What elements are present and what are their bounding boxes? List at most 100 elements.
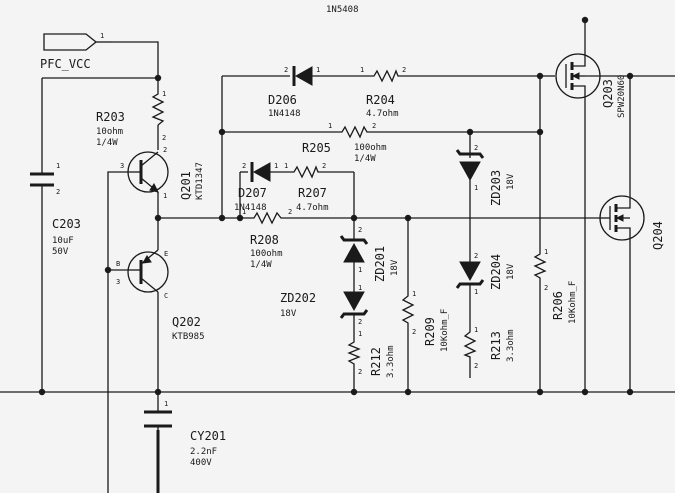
zener-bar bbox=[339, 309, 369, 319]
pin-label: 1 bbox=[242, 208, 246, 216]
zener-bar bbox=[455, 279, 485, 289]
zener-zd202: 1 2 ZD202 18V bbox=[280, 284, 369, 326]
zener-zd201: 2 1 ZD201 18V bbox=[339, 226, 400, 282]
ref-label: R207 bbox=[298, 186, 327, 200]
diode-triangle bbox=[294, 66, 313, 86]
pin-label: 1 bbox=[412, 290, 416, 298]
resistor-r208: 1 2 R208 100ohm 1/4W bbox=[242, 208, 292, 270]
junction bbox=[536, 72, 544, 80]
ref-label: ZD201 bbox=[373, 246, 387, 282]
resistor-r207: 1 2 R207 4.7ohm bbox=[284, 162, 329, 213]
ref-label: Q201 bbox=[179, 171, 193, 200]
pin-label: 1 bbox=[284, 162, 288, 170]
ref-label: R208 bbox=[250, 233, 279, 247]
resistor-zigzag bbox=[463, 328, 477, 358]
value-label: 1/4W bbox=[250, 260, 272, 270]
resistor-zigzag bbox=[401, 292, 415, 326]
pin-label: 2 bbox=[284, 66, 288, 74]
zener-bar bbox=[455, 149, 485, 159]
zener-triangle bbox=[343, 242, 365, 263]
zener-zd204: 2 1 ZD204 18V bbox=[455, 252, 516, 296]
pin-label: 2 bbox=[56, 188, 60, 196]
value-label: 18V bbox=[506, 263, 516, 280]
zener-zd203: 2 1 ZD203 18V bbox=[455, 144, 516, 206]
value-label: 10ohm bbox=[96, 127, 123, 137]
capacitor-cy201: 1 CY201 2.2nF 400V bbox=[144, 400, 226, 468]
junction bbox=[626, 388, 634, 396]
pin-label: 2 bbox=[163, 146, 167, 154]
junction bbox=[581, 388, 589, 396]
pin-label: 1 bbox=[274, 162, 278, 170]
value-label: 50V bbox=[52, 247, 69, 257]
ref-label: Q202 bbox=[172, 315, 201, 329]
ref-label: R205 bbox=[302, 141, 331, 155]
ref-label: R206 bbox=[551, 291, 565, 320]
mosfet-drain-lead bbox=[572, 56, 586, 67]
transistor-collector bbox=[140, 151, 159, 167]
resistor-zigzag bbox=[290, 165, 320, 179]
pin-label: 2 bbox=[358, 226, 362, 234]
junction bbox=[154, 388, 162, 396]
pin-label: 1 bbox=[56, 162, 60, 170]
ref-label: Q203 bbox=[601, 79, 615, 108]
ref-label: ZD203 bbox=[489, 170, 503, 206]
pin-label: 2 bbox=[402, 66, 406, 74]
pin-label: 3 bbox=[120, 162, 124, 170]
pin-label: 1 bbox=[474, 288, 478, 296]
resistor-r206: 1 2 R206 10Kohm_F bbox=[533, 248, 578, 324]
pin-label: 1 bbox=[358, 284, 362, 292]
mosfet-q203: Q203 SPW20N60 bbox=[555, 53, 627, 118]
pin-label: 1 bbox=[474, 326, 478, 334]
pin-label: 1 bbox=[358, 330, 362, 338]
junction bbox=[536, 388, 544, 396]
pin-label: 2 bbox=[372, 122, 376, 130]
junction bbox=[581, 16, 589, 24]
value-label: 2.2nF bbox=[190, 447, 217, 457]
resistor-r204: 1 2 R204 4.7ohm bbox=[360, 66, 406, 119]
pin-label: 2 bbox=[358, 318, 362, 326]
junction bbox=[536, 128, 544, 136]
transistor-collector bbox=[140, 277, 159, 293]
value-label: 3.3ohm bbox=[386, 345, 396, 378]
ref-label: R209 bbox=[423, 317, 437, 346]
junction bbox=[218, 128, 226, 136]
junction bbox=[350, 214, 358, 222]
ref-label: ZD204 bbox=[489, 254, 503, 290]
pin-label: 2 bbox=[322, 162, 326, 170]
mosfet-source-lead bbox=[616, 227, 631, 238]
junction bbox=[38, 388, 46, 396]
resistor-zigzag bbox=[151, 90, 165, 126]
wire-pfc-vcc bbox=[112, 41, 159, 90]
pin-label: 2 bbox=[358, 368, 362, 376]
junction bbox=[218, 214, 226, 222]
pin-label: 2 bbox=[412, 328, 416, 336]
net-label: PFC_VCC bbox=[40, 57, 91, 71]
pin-label: 2 bbox=[474, 252, 478, 260]
wire-base-link bbox=[107, 171, 130, 271]
resistor-zigzag bbox=[338, 125, 370, 139]
value-label: 100ohm bbox=[354, 143, 387, 153]
mosfet-arrow bbox=[571, 72, 580, 80]
mosfet-body bbox=[555, 53, 601, 99]
junction bbox=[154, 74, 162, 82]
net-pin-label: 1 bbox=[100, 32, 104, 40]
diode-triangle bbox=[252, 162, 271, 182]
pin-label: 1 bbox=[360, 66, 364, 74]
pin-label: 1 bbox=[164, 400, 168, 408]
value-label: 1/4W bbox=[96, 138, 118, 148]
resistor-zigzag bbox=[347, 338, 361, 366]
value-label: 4.7ohm bbox=[366, 109, 399, 119]
pin-label: 2 bbox=[474, 362, 478, 370]
zener-triangle bbox=[459, 261, 481, 282]
value-label: 1N4148 bbox=[234, 203, 267, 213]
value-label: SPW20N60 bbox=[617, 75, 627, 118]
resistor-r212: 1 2 R212 3.3ohm bbox=[347, 330, 396, 378]
net-flag-pfc-vcc: 1 PFC_VCC bbox=[40, 32, 112, 71]
pin-label: 2 bbox=[544, 284, 548, 292]
pin-label: 2 bbox=[288, 208, 292, 216]
resistor-zigzag bbox=[370, 69, 400, 83]
value-label: 400V bbox=[190, 458, 212, 468]
pin-label: 1 bbox=[163, 192, 167, 200]
value-label: 10Kohm_F bbox=[568, 281, 578, 324]
junction bbox=[154, 214, 162, 222]
